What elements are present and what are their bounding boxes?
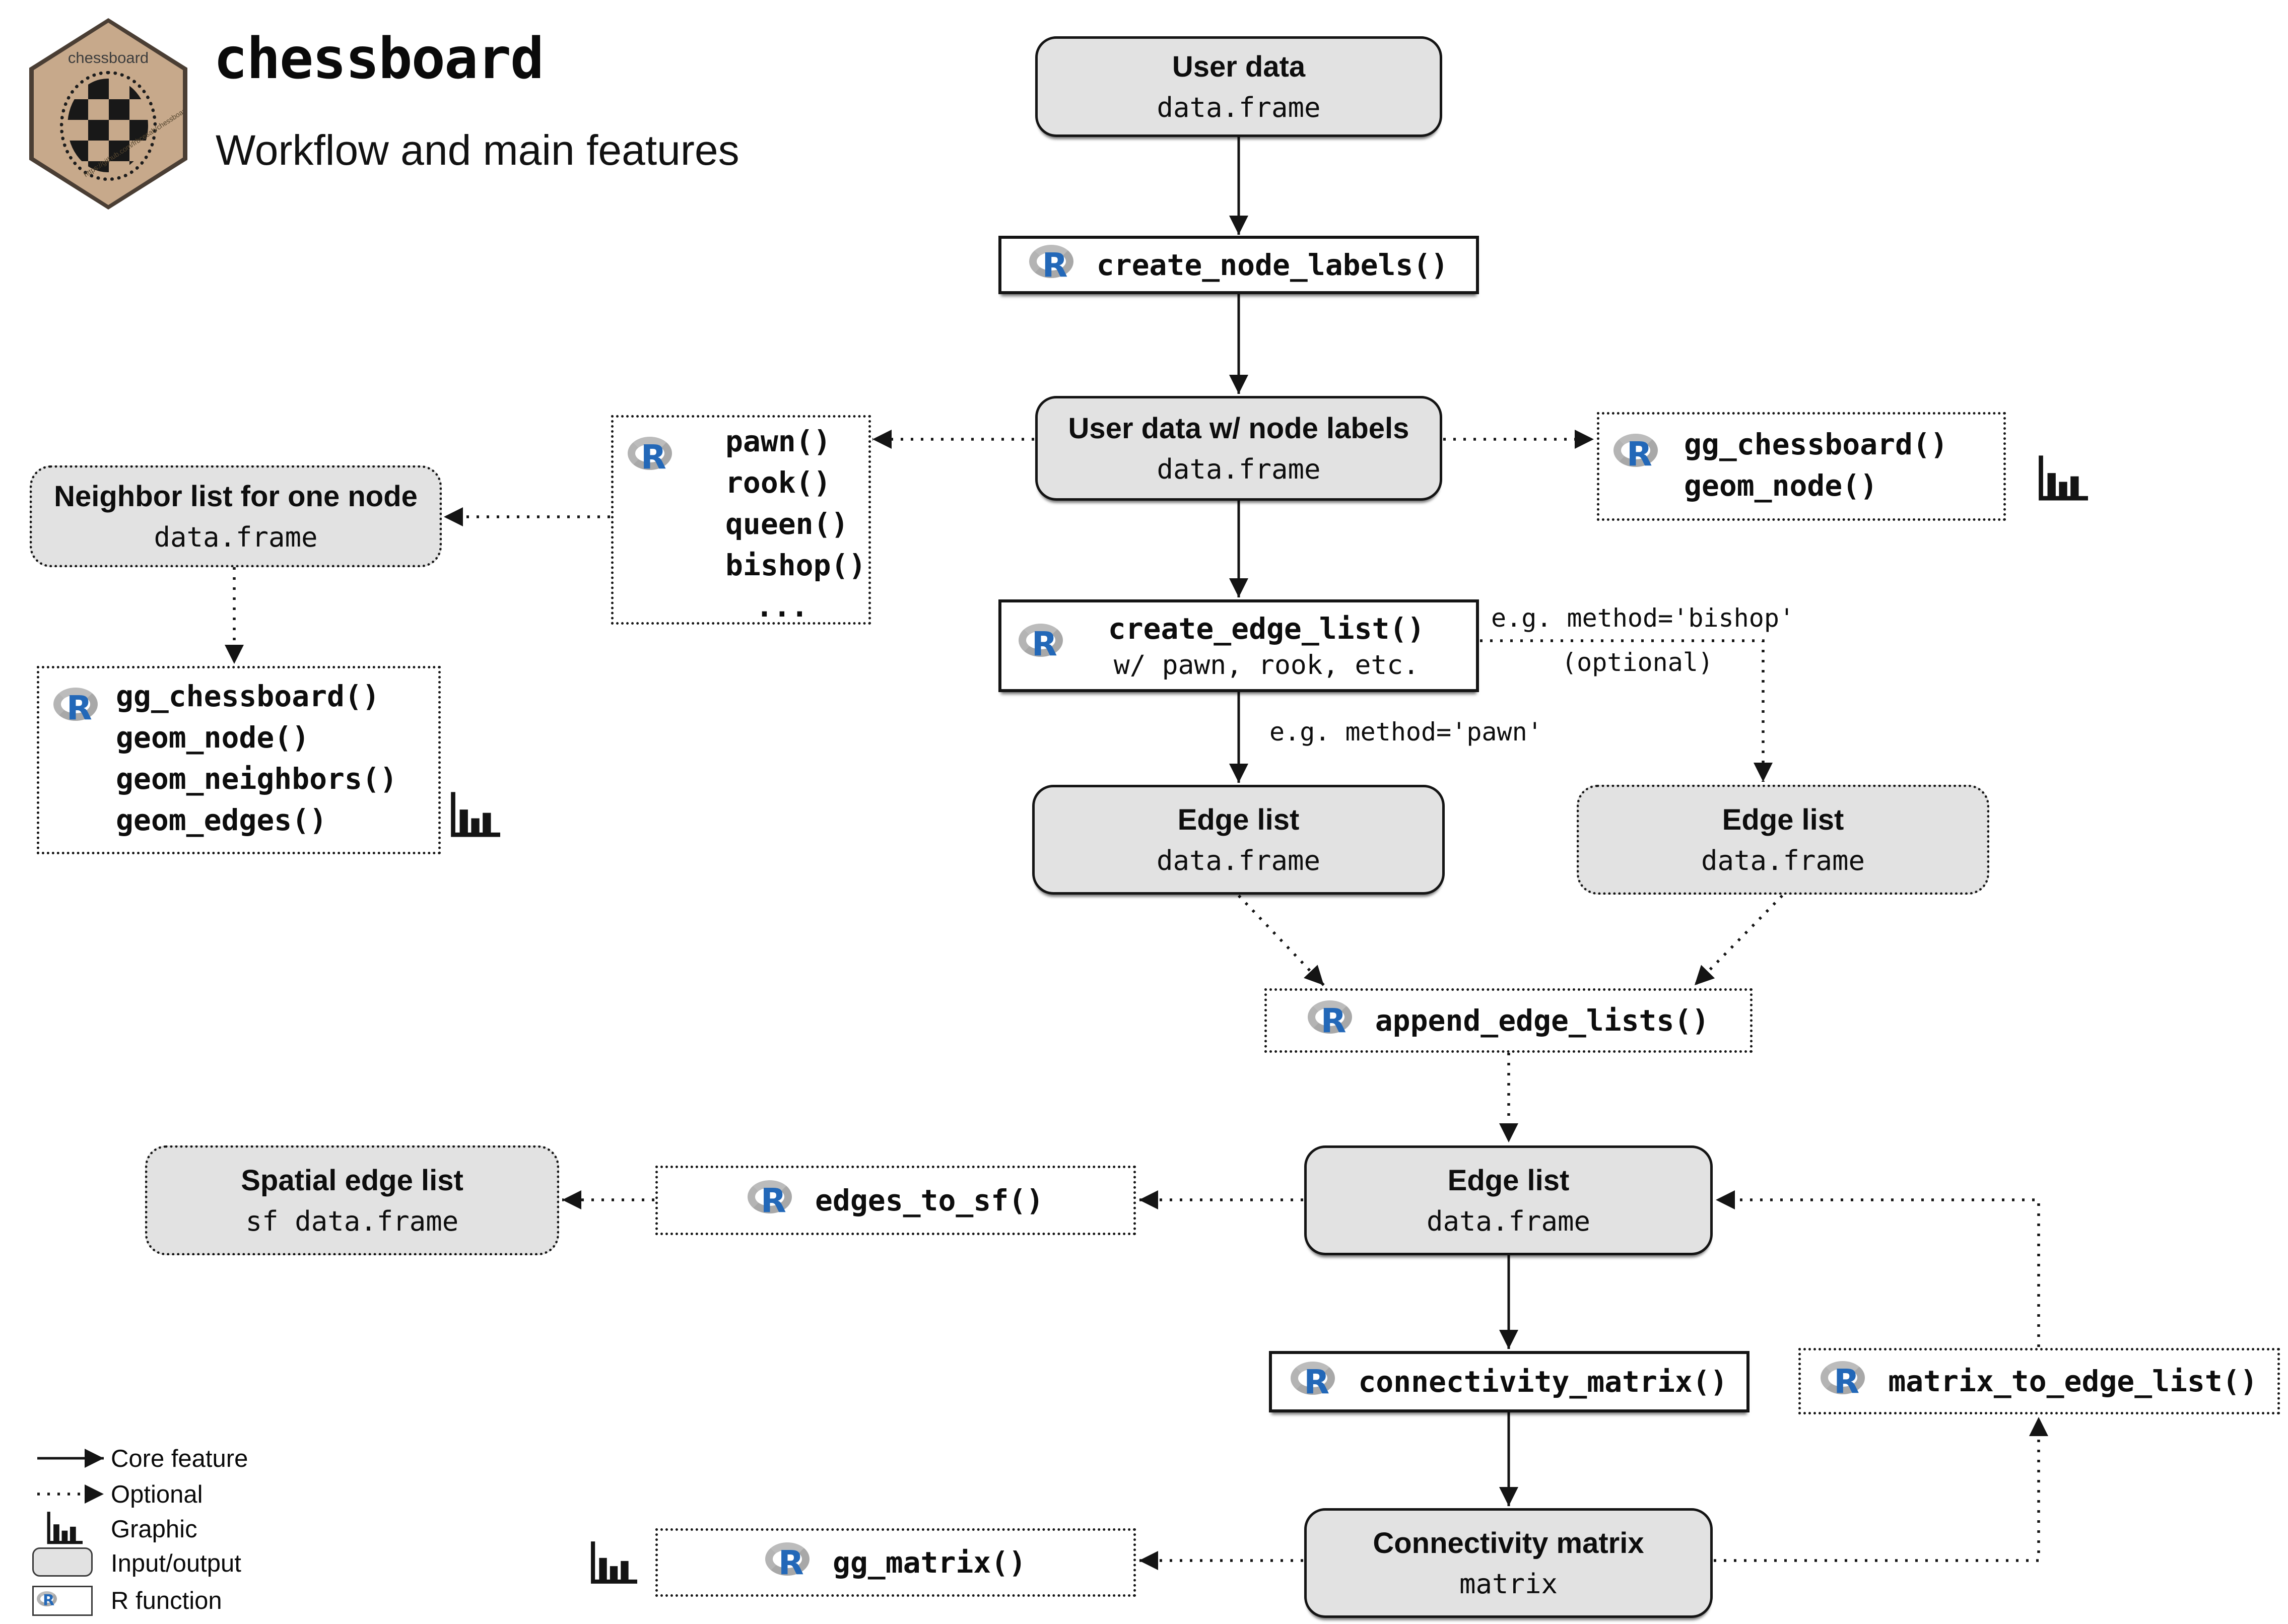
node-title: Edge list (1447, 1164, 1570, 1197)
fn-create-node-labels: R create_node_labels() (998, 236, 1479, 294)
node-subtitle: data.frame (1426, 1205, 1591, 1237)
edge-label-pawn: e.g. method='pawn' (1269, 717, 1542, 747)
node-edge-list-main: Edge list data.frame (1304, 1145, 1713, 1255)
page-subtitle: Workflow and main features (216, 126, 739, 174)
fn-line: bishop() (725, 548, 866, 582)
fn-connectivity-matrix: R connectivity_matrix() (1269, 1351, 1749, 1412)
r-logo-icon: R (1029, 245, 1082, 285)
fn-line: geom_node() (1684, 468, 1878, 503)
node-title: Connectivity matrix (1373, 1527, 1644, 1560)
node-subtitle: data.frame (1157, 92, 1321, 123)
fn-line: geom_edges() (116, 803, 327, 837)
node-title: Neighbor list for one node (54, 480, 418, 513)
chess-pieces-ring-icon (60, 71, 157, 181)
fn-line: rook() (725, 465, 831, 500)
edge-label-optional: (optional) (1562, 648, 1714, 677)
node-subtitle: data.frame (1156, 845, 1321, 876)
r-logo-icon: R (765, 1542, 818, 1583)
node-edge-list-left: Edge list data.frame (1032, 785, 1445, 895)
logo-package-name: chessboard (68, 49, 149, 66)
chessboard-pattern-icon (68, 79, 148, 172)
fn-gg-matrix: R gg_matrix() (655, 1528, 1136, 1597)
fn-edges-to-sf: R edges_to_sf() (655, 1166, 1136, 1235)
node-spatial-edge-list: Spatial edge list sf data.frame (145, 1145, 559, 1255)
r-logo-icon: R (53, 688, 106, 728)
graphic-bar-chart-icon (2039, 455, 2088, 501)
fn-line: gg_chessboard() (116, 679, 380, 713)
fn-move-functions: R pawn() rook() queen() bishop() ... (611, 415, 871, 625)
node-edge-list-right: Edge list data.frame (1577, 785, 1989, 895)
fn-matrix-to-edge-list: R matrix_to_edge_list() (1798, 1348, 2280, 1414)
legend-graphic-icon (47, 1512, 83, 1544)
fn-gg-chessboard-node: R gg_chessboard() geom_node() (1597, 412, 2006, 521)
legend-input-output: Input/output (111, 1550, 241, 1577)
r-logo-icon: R (1821, 1361, 1873, 1401)
fn-line: gg_chessboard() (1684, 427, 1948, 461)
node-subtitle: sf data.frame (245, 1205, 459, 1237)
node-title: Edge list (1177, 803, 1300, 836)
edge-label-bishop: e.g. method='bishop' (1491, 603, 1795, 633)
node-user-data: User data data.frame (1035, 36, 1442, 137)
node-title: Edge list (1722, 803, 1844, 836)
r-logo-icon: R (748, 1180, 800, 1221)
r-logo-icon: R (1307, 1000, 1360, 1041)
fn-create-edge-list: R create_edge_list() w/ pawn, rook, etc. (998, 599, 1479, 692)
node-user-data-node-labels: User data w/ node labels data.frame (1035, 396, 1442, 501)
package-logo: chessboard https://github.com/frbcesab/c… (29, 18, 187, 210)
fn-append-edge-lists: R append_edge_lists() (1264, 988, 1753, 1053)
r-logo-icon: R (1019, 624, 1071, 664)
node-subtitle: data.frame (154, 521, 318, 553)
node-subtitle: matrix (1459, 1568, 1558, 1600)
node-subtitle: data.frame (1157, 453, 1321, 485)
node-subtitle: data.frame (1701, 845, 1865, 876)
package-logo-background: chessboard https://github.com/frbcesab/c… (34, 23, 183, 205)
legend-optional: Optional (111, 1481, 203, 1508)
fn-line: geom_node() (116, 720, 310, 755)
node-title: User data w/ node labels (1068, 412, 1409, 445)
graphic-bar-chart-icon (451, 792, 500, 837)
r-logo-icon: R (37, 1591, 60, 1610)
node-neighbor-list: Neighbor list for one node data.frame (30, 465, 442, 567)
fn-line: ... (756, 589, 809, 624)
node-title: Spatial edge list (241, 1164, 463, 1197)
node-title: User data (1172, 50, 1306, 83)
legend-core-feature: Core feature (111, 1445, 248, 1472)
r-logo-icon: R (1613, 434, 1666, 474)
fn-line: queen() (725, 507, 849, 541)
fn-gg-chessboard-full: R gg_chessboard() geom_node() geom_neigh… (37, 666, 441, 854)
page-title: chessboard (214, 26, 544, 92)
fn-line: geom_neighbors() (116, 762, 397, 796)
node-connectivity-matrix: Connectivity matrix matrix (1304, 1508, 1713, 1618)
legend-graphic: Graphic (111, 1516, 197, 1543)
legend-r-function: R function (111, 1587, 222, 1614)
legend-r-function-swatch: R (32, 1586, 93, 1616)
fn-line: pawn() (725, 424, 831, 458)
graphic-bar-chart-icon (591, 1541, 637, 1584)
legend-input-output-swatch (32, 1547, 93, 1577)
r-logo-icon: R (1291, 1362, 1343, 1402)
r-logo-icon: R (628, 437, 680, 477)
